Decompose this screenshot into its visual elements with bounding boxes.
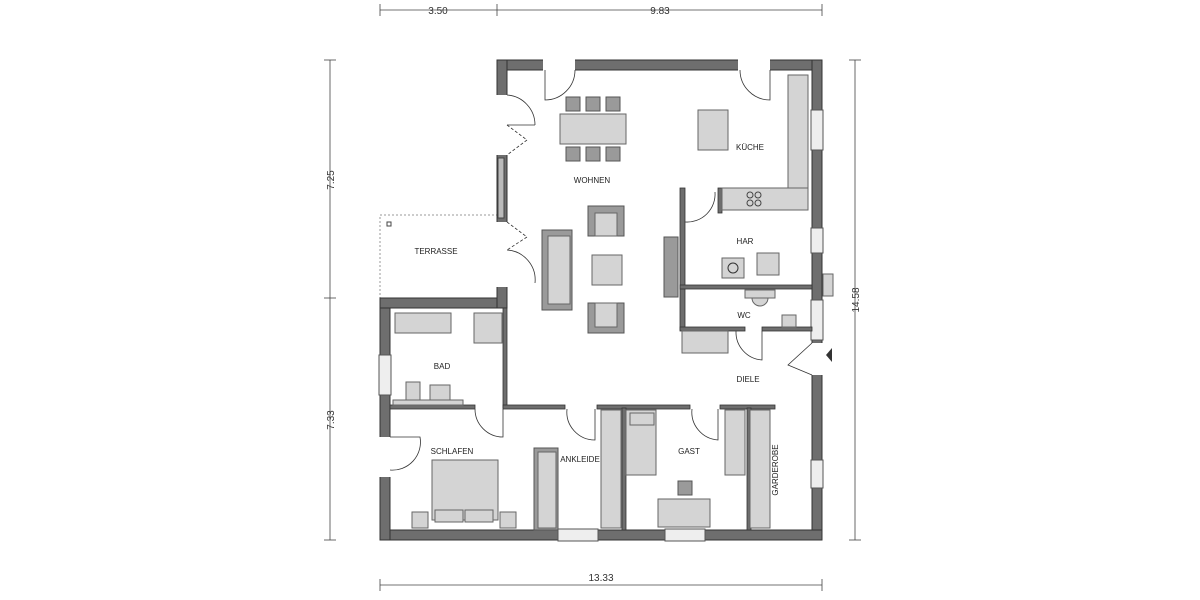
room-label-diele: DIELE xyxy=(736,375,759,384)
outer-walls xyxy=(378,59,832,542)
room-label-terrasse: TERRASSE xyxy=(414,247,457,256)
room-labels: TERRASSE WOHNEN KÜCHE HAR WC DIELE BAD S… xyxy=(414,143,780,496)
dim-label: 13.33 xyxy=(588,573,613,584)
room-label-bad: BAD xyxy=(434,362,451,371)
dim-label: 14.58 xyxy=(851,287,862,312)
dimension-top: 3.50 9.83 xyxy=(379,4,823,17)
dim-label: 9.83 xyxy=(650,6,670,17)
dim-label: 3.50 xyxy=(428,6,448,17)
room-label-ankleide: ANKLEIDE xyxy=(560,455,600,464)
room-label-garderobe: GARDEROBE xyxy=(771,444,780,495)
room-label-wohnen: WOHNEN xyxy=(574,176,611,185)
dimension-left: 7.25 7.33 xyxy=(324,59,337,541)
room-label-gast: GAST xyxy=(678,447,700,456)
doors xyxy=(389,69,813,471)
terrace-outline xyxy=(379,214,498,299)
room-label-har: HAR xyxy=(737,237,754,246)
dimension-bottom: 13.33 xyxy=(379,573,823,591)
furniture xyxy=(392,74,834,531)
room-label-schlafen: SCHLAFEN xyxy=(431,447,474,456)
dimension-right: 14.58 xyxy=(849,59,862,541)
dim-label: 7.25 xyxy=(326,170,337,190)
room-label-wc: WC xyxy=(737,311,751,320)
terrace-marker xyxy=(386,221,392,227)
room-label-kueche: KÜCHE xyxy=(736,143,764,152)
dim-label: 7.33 xyxy=(326,410,337,430)
